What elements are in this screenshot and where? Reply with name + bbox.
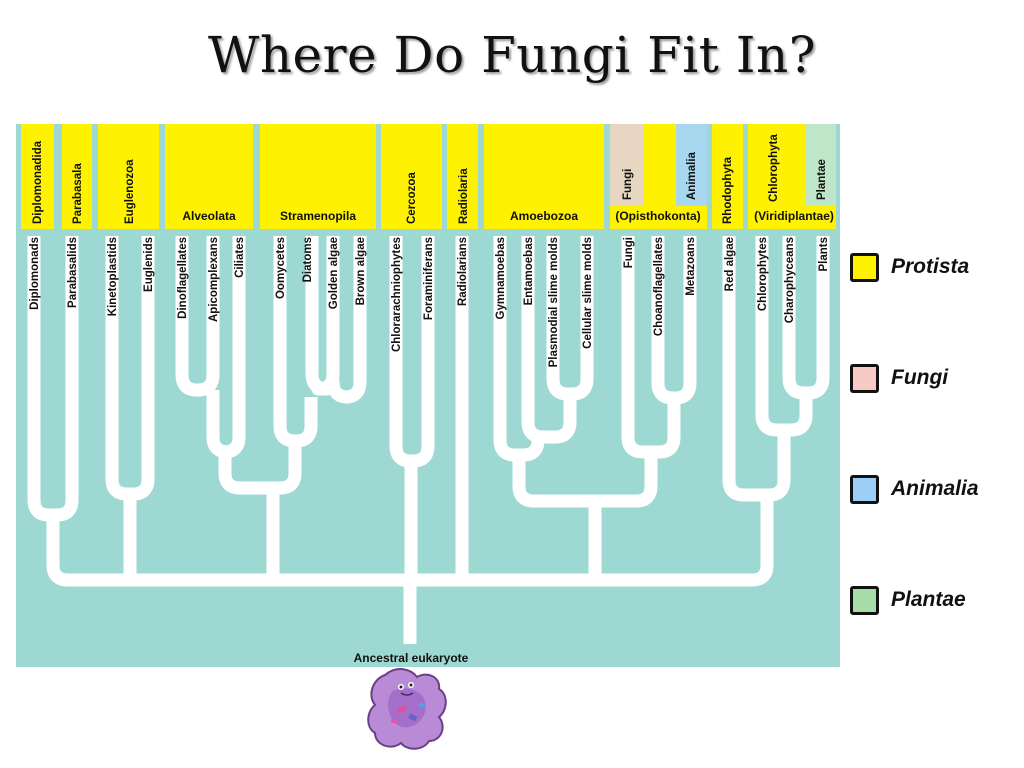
supergroup-label-euglenozoa: Euglenozoa: [124, 159, 136, 224]
taxon-label: Entamoebas: [523, 237, 535, 305]
supergroup-box-cercozoa: [381, 124, 442, 229]
taxon-label: Plants: [818, 237, 830, 272]
supergroup-label-parabasala: Parabasala: [72, 163, 84, 224]
supergroup-box-stramenopila: [260, 124, 376, 229]
taxon-label: Ciliates: [234, 237, 246, 278]
legend-label-protista: Protista: [891, 255, 970, 278]
supergroup-label-opisthokonta: (Opisthokonta): [615, 209, 700, 223]
taxon-label: Chlorophytes: [757, 237, 769, 311]
kingdom-box-animalia: [676, 124, 707, 206]
supergroup-label-amoebozoa: Amoebozoa: [510, 209, 578, 223]
kingdom-box-fungi: [610, 124, 644, 206]
supergroup-box-diplomonadida: [21, 124, 54, 229]
legend-item-fungi: Fungi: [850, 361, 948, 395]
taxon-label: Apicomplexans: [208, 237, 220, 322]
legend-swatch-plantae: [850, 585, 879, 615]
legend-item-protista: Protista: [850, 250, 969, 284]
taxon-label: Metazoans: [685, 237, 697, 296]
legend-item-animalia: Animalia: [850, 472, 979, 506]
slide-title: Where Do Fungi Fit In?: [207, 26, 817, 84]
taxon-label: Diplomonads: [29, 237, 41, 310]
legend-swatch-fungi: [850, 363, 879, 393]
supergroup-label-chlorophyta: Chlorophyta: [768, 134, 780, 202]
supergroup-label-alveolata: Alveolata: [182, 209, 236, 223]
taxon-label: Fungi: [623, 237, 635, 268]
supergroup-label-stramenopila: Stramenopila: [280, 209, 356, 223]
taxon-label: Cellular slime molds: [582, 237, 594, 349]
legend-item-plantae: Plantae: [850, 583, 966, 617]
taxon-label: Choanoflagellates: [653, 237, 665, 336]
taxon-label: Golden algae: [328, 237, 340, 309]
taxon-label: Dinoflagellates: [177, 237, 189, 319]
taxon-label: Gymnamoebas: [495, 237, 507, 319]
taxon-label: Brown algae: [355, 237, 367, 305]
tree-branches: [27, 236, 830, 644]
supergroup-box-amoebozoa: [484, 124, 604, 229]
taxon-label: Radiolarians: [457, 237, 469, 306]
taxon-label: Foraminiferans: [423, 237, 435, 320]
taxon-label: Euglenids: [143, 237, 155, 292]
taxon-label: Parabasalids: [67, 237, 79, 308]
taxon-label: Charophyceans: [784, 237, 796, 323]
kingdom-label-animalia: Animalia: [686, 151, 698, 200]
supergroup-label-diplomonadida: Diplomonadida: [32, 140, 44, 224]
supergroup-box-alveolata: [165, 124, 253, 229]
taxon-label: Oomycetes: [275, 237, 287, 299]
supergroup-label-cercozoa: Cercozoa: [406, 172, 418, 224]
legend-label-fungi: Fungi: [891, 366, 949, 389]
root-label: Ancestral eukaryote: [354, 651, 469, 665]
kingdom-label-fungi: Fungi: [622, 169, 634, 200]
supergroup-label-rhodophyta: Rhodophyta: [722, 156, 734, 224]
legend-label-plantae: Plantae: [891, 588, 966, 611]
taxon-label: Diatoms: [302, 237, 314, 282]
taxon-label: Red algae: [724, 237, 736, 291]
legend-label-animalia: Animalia: [891, 477, 979, 500]
taxon-label: Kinetoplastids: [107, 237, 119, 316]
supergroup-box-euglenozoa: [98, 124, 159, 229]
supergroup-box-parabasala: [62, 124, 92, 229]
supergroup-box-rhodophyta: [712, 124, 743, 229]
taxon-label: Chlorarachniophytes: [391, 237, 403, 352]
legend-swatch-animalia: [850, 474, 879, 504]
kingdom-box-plantae: [805, 124, 836, 206]
supergroup-label-radiolaria: Radiolaria: [458, 168, 470, 224]
taxon-label: Plasmodial slime molds: [548, 237, 560, 367]
legend-swatch-protista: [850, 252, 879, 282]
supergroup-label-viridiplantae: (Viridiplantae): [754, 209, 834, 223]
amoeba-cell-icon: [367, 668, 447, 750]
supergroup-box-radiolaria: [447, 124, 478, 229]
kingdom-label-plantae: Plantae: [816, 159, 828, 200]
